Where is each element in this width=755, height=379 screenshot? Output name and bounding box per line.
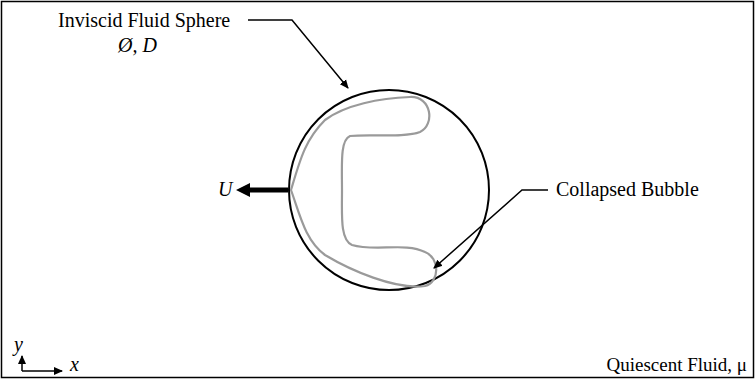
leader-line xyxy=(248,20,348,88)
leader-line xyxy=(434,190,548,268)
part-name: Inviscid Fluid Sphere xyxy=(58,9,230,31)
symbol-label: Ø, D xyxy=(118,34,157,56)
velocity-arrow xyxy=(246,188,288,193)
axis-label: x xyxy=(70,353,79,375)
fluid-sphere xyxy=(289,90,489,290)
part-name: Collapsed Bubble xyxy=(556,178,699,200)
axis-label: y xyxy=(14,333,23,355)
collapsed-bubble xyxy=(291,97,436,287)
medium-label: Quiescent Fluid, μ xyxy=(606,355,747,376)
velocity-label: U xyxy=(218,178,232,200)
x-axis xyxy=(22,370,62,372)
y-axis xyxy=(21,356,23,371)
